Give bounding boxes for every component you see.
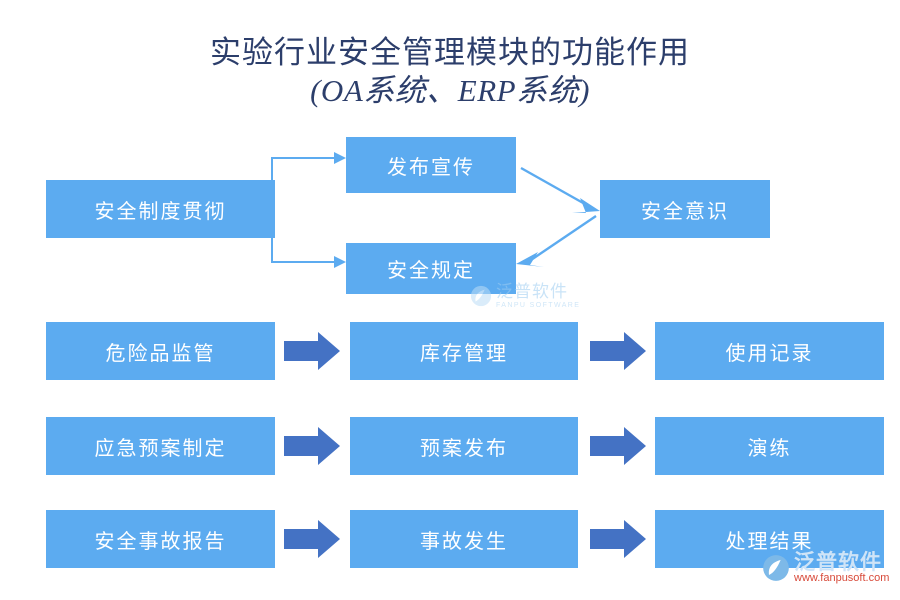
node-label: 发布宣传 — [387, 156, 475, 179]
node-label: 预案发布 — [420, 437, 508, 460]
block-arrow-row2-1-icon — [284, 332, 340, 370]
block-arrow-row4-1-icon — [284, 520, 340, 558]
node-safety-policy-implementation[interactable]: 安全制度贯彻 — [46, 180, 275, 238]
block-arrow-row2-2-icon — [590, 332, 646, 370]
block-arrow-row4-2-icon — [590, 520, 646, 558]
node-handling-result[interactable]: 处理结果 — [655, 510, 884, 568]
watermark-center-sub: FANPU SOFTWARE — [496, 301, 581, 309]
page-title: 实验行业安全管理模块的功能作用 (OA系统、ERP系统) — [0, 34, 900, 110]
node-label: 使用记录 — [725, 342, 814, 365]
block-arrow-row3-2-icon — [590, 427, 646, 465]
diagonal-arrowhead-awareness-icon — [572, 198, 600, 213]
watermark-corner-sub: www.fanpusoft.com — [794, 572, 890, 585]
node-usage-record[interactable]: 使用记录 — [655, 322, 884, 380]
node-plan-release[interactable]: 预案发布 — [350, 417, 578, 475]
node-label: 安全规定 — [387, 260, 475, 282]
elbow-arrowhead-top-icon — [334, 152, 346, 164]
node-label: 应急预案制定 — [94, 437, 227, 460]
node-label: 安全事故报告 — [94, 530, 227, 553]
node-label: 安全制度贯彻 — [94, 200, 227, 223]
block-arrow-row3-1-icon — [284, 427, 340, 465]
title-line-primary: 实验行业安全管理模块的功能作用 — [210, 35, 690, 70]
node-inventory-management[interactable]: 库存管理 — [350, 322, 578, 380]
node-safety-awareness[interactable]: 安全意识 — [600, 180, 770, 238]
node-label: 安全意识 — [641, 200, 729, 223]
title-line-secondary: (OA系统、ERP系统) — [310, 72, 590, 108]
diagonal-arrowhead-regulation-icon — [516, 252, 544, 267]
node-label: 库存管理 — [420, 342, 508, 365]
node-publicity-release[interactable]: 发布宣传 — [346, 137, 516, 193]
node-label: 危险品监管 — [105, 342, 216, 365]
node-label: 事故发生 — [420, 530, 508, 553]
node-label: 处理结果 — [725, 530, 814, 553]
node-label: 演练 — [747, 437, 792, 460]
node-accident-occurrence[interactable]: 事故发生 — [350, 510, 578, 568]
node-hazardous-material-supervision[interactable]: 危险品监管 — [46, 322, 275, 380]
node-safety-accident-report[interactable]: 安全事故报告 — [46, 510, 275, 568]
node-drill[interactable]: 演练 — [655, 417, 884, 475]
node-emergency-plan-formulation[interactable]: 应急预案制定 — [46, 417, 275, 475]
elbow-arrowhead-bottom-icon — [334, 256, 346, 268]
node-safety-regulations[interactable]: 安全规定 — [346, 243, 516, 294]
